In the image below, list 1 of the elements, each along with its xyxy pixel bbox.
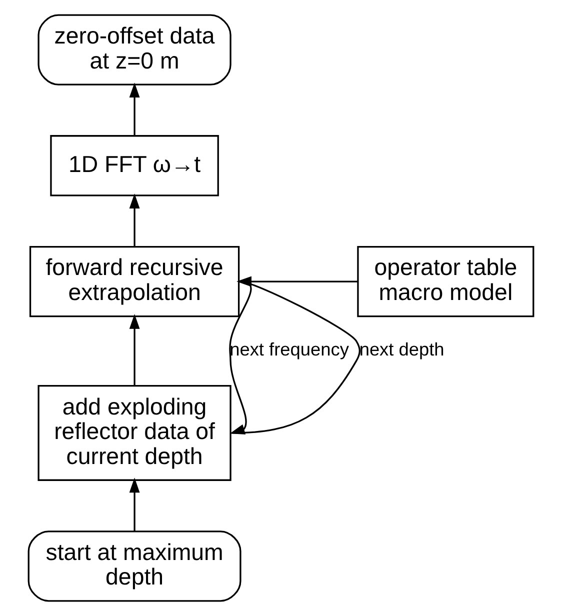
edge-label: next depth	[358, 340, 444, 360]
